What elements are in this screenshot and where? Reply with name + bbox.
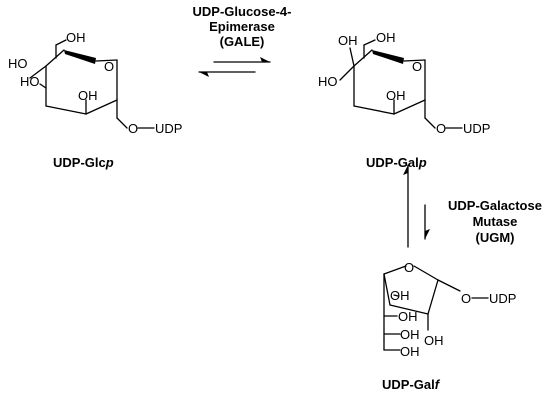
galp-udp-label: UDP	[463, 121, 490, 136]
equilibrium-arrows-gale	[198, 57, 271, 77]
glcp-c4-ho-label: HO	[8, 56, 28, 71]
glcp-c2-oh-label: OH	[78, 88, 98, 103]
galf-udp-label: UDP	[489, 291, 516, 306]
galp-name: UDP-Galp	[366, 155, 427, 170]
galf-c2-oh-label: OH	[424, 333, 444, 348]
udp-galp-structure	[339, 39, 463, 129]
glcp-c3-ho-label: HO	[20, 74, 40, 89]
galp-c6-oh-label: OH	[376, 30, 396, 45]
glcp-c6-oh-label: OH	[66, 30, 86, 45]
glcp-anomeric-oxygen-label: O	[128, 121, 138, 136]
galp-anomeric-oxygen-label: O	[436, 121, 446, 136]
ugm-enzyme-line2: Mutase	[473, 214, 518, 229]
equilibrium-arrows-ugm	[403, 164, 430, 248]
glcp-udp-label: UDP	[155, 121, 182, 136]
glcp-name: UDP-Glcp	[53, 155, 114, 170]
galf-anomeric-oxygen-label: O	[461, 291, 471, 306]
galp-c2-oh-label: OH	[386, 88, 406, 103]
galf-c5-oh-label: OH	[400, 327, 420, 342]
ugm-enzyme-abbrev: (UGM)	[476, 230, 515, 245]
galp-c4-oh-label: OH	[338, 33, 358, 48]
galp-c3-ho-label: HO	[318, 74, 338, 89]
galf-name: UDP-Galf	[382, 377, 441, 392]
udp-glcp-structure	[29, 39, 155, 129]
galf-c3-oh-label: OH	[390, 288, 410, 303]
glcp-ring-oxygen-label: O	[104, 59, 114, 74]
galf-c4-oh-label: OH	[398, 309, 418, 324]
galf-c6-oh-label: OH	[400, 344, 420, 359]
galf-ring-oxygen-label: O	[404, 260, 414, 275]
udp-galf-structure	[383, 265, 489, 351]
ugm-enzyme-line1: UDP-Galactose	[448, 198, 542, 213]
galp-ring-oxygen-label: O	[412, 59, 422, 74]
gale-enzyme-line2: Epimerase	[209, 19, 275, 34]
gale-enzyme-line1: UDP-Glucose-4-	[193, 4, 292, 19]
gale-enzyme-abbrev: (GALE)	[220, 34, 265, 49]
